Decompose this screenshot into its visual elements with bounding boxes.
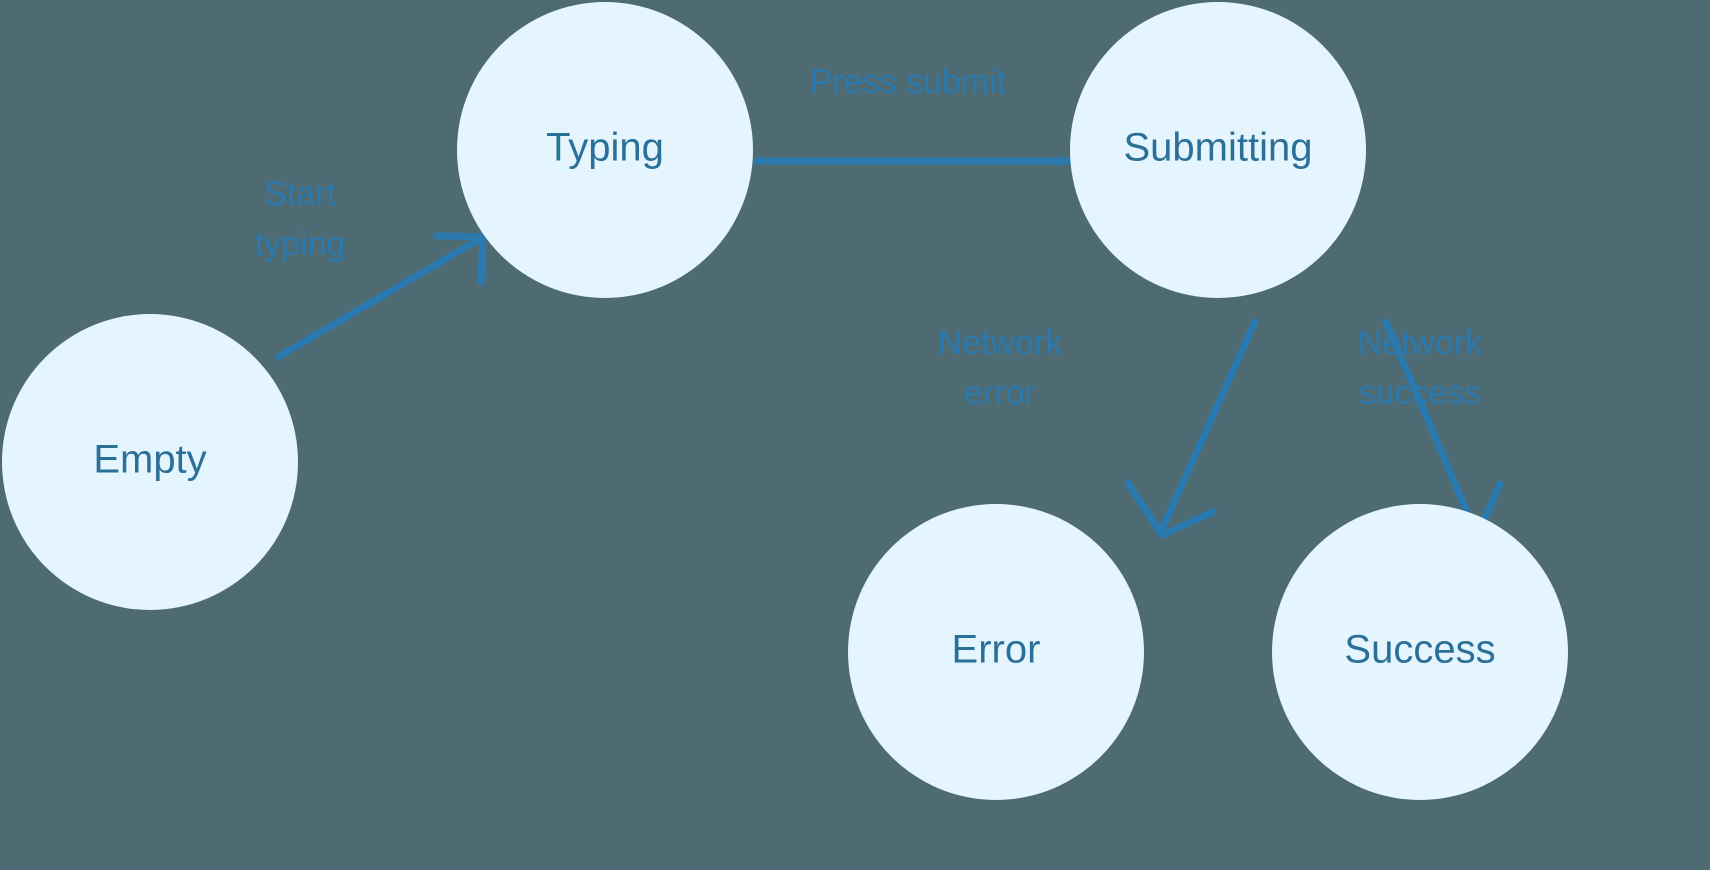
node-empty[interactable]: Empty: [2, 314, 298, 610]
node-label-error: Error: [952, 628, 1041, 672]
node-label-submitting: Submitting: [1124, 126, 1313, 170]
edge-submitting-to-error[interactable]: [1124, 318, 1259, 539]
edge-label-line: Network: [1358, 324, 1484, 362]
edge-empty-to-typing[interactable]: [274, 232, 487, 361]
edge-label-typing-to-submitting: Press submit: [810, 63, 1007, 101]
node-error[interactable]: Error: [848, 504, 1144, 800]
arrowhead-icon: [433, 232, 487, 286]
edge-line: [274, 236, 482, 361]
node-shape: [457, 2, 753, 298]
node-shape: [1272, 504, 1568, 800]
node-shape: [1070, 2, 1366, 298]
node-label-empty: Empty: [93, 438, 206, 482]
edge-label-line: error: [964, 374, 1036, 412]
node-shape: [2, 314, 298, 610]
node-shape: [848, 504, 1144, 800]
edge-label-line: Network: [938, 324, 1064, 362]
arrowhead-icon: [1124, 479, 1217, 539]
edge-label-line: Start: [264, 175, 336, 213]
node-label-success: Success: [1344, 628, 1495, 672]
node-label-typing: Typing: [546, 126, 664, 170]
node-success[interactable]: Success: [1272, 504, 1568, 800]
edge-line: [1382, 318, 1478, 532]
edge-label-line: success: [1359, 374, 1482, 412]
edge-label-empty-to-typing: Start typing: [255, 175, 346, 263]
edge-label-line: Press submit: [810, 63, 1007, 101]
node-typing[interactable]: Typing: [457, 2, 753, 298]
edge-line: [1159, 318, 1259, 531]
node-submitting[interactable]: Submitting: [1070, 2, 1366, 298]
edge-label-line: typing: [255, 225, 346, 263]
edge-label-submitting-to-success: Network success: [1358, 324, 1484, 412]
edge-label-submitting-to-error: Network error: [938, 324, 1064, 412]
